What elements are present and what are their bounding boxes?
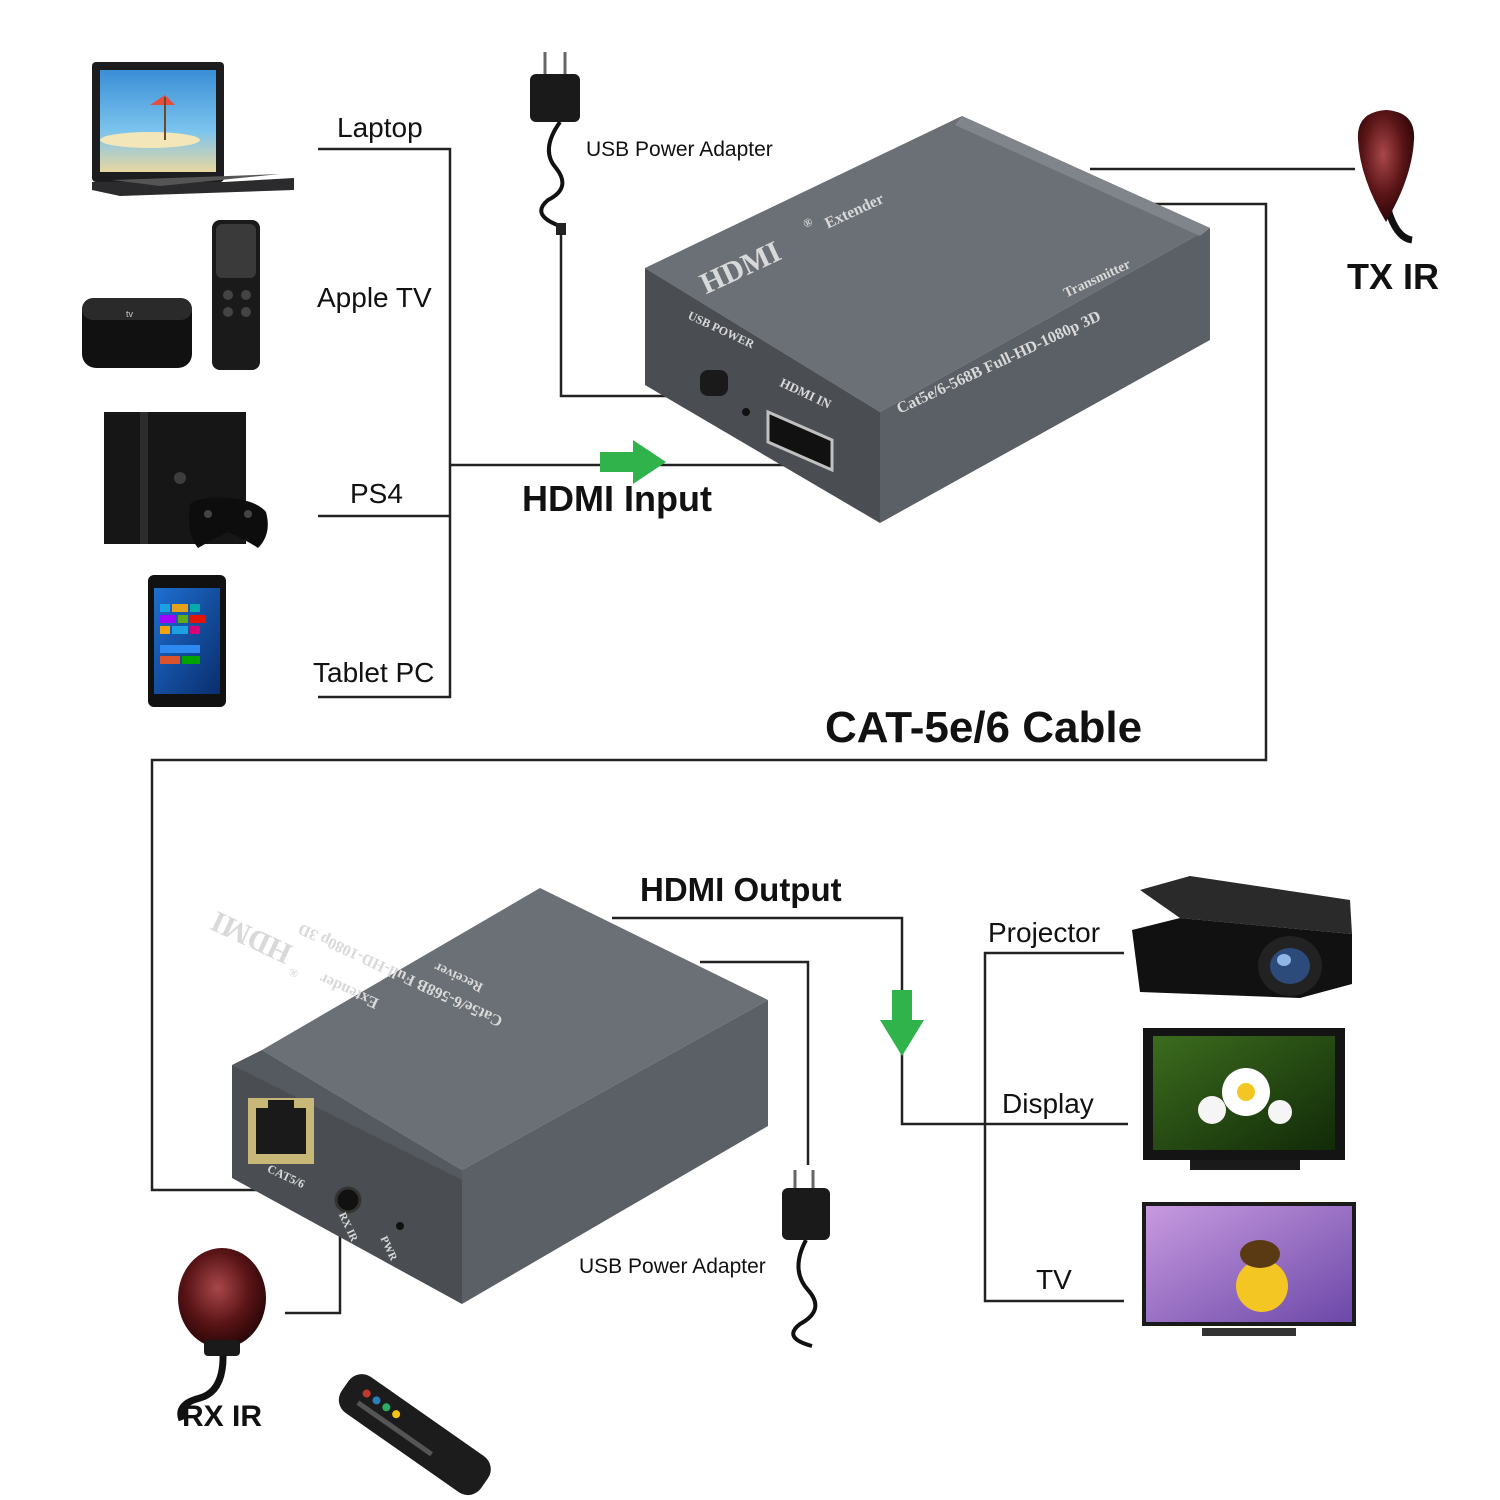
hdmi-input-arrow — [600, 440, 666, 484]
rx-ir-line — [285, 1205, 342, 1315]
hdmi-output-label: HDMI Output — [640, 871, 842, 908]
tv-label: TV — [1036, 1264, 1072, 1295]
receiver-brand: HDMI — [206, 904, 297, 970]
apple-tv-icon: tv — [82, 220, 260, 370]
svg-text:tv: tv — [126, 309, 134, 319]
tablet-label: Tablet PC — [313, 657, 435, 688]
usb-adapter-top-label: USB Power Adapter — [586, 138, 773, 161]
projector-icon — [1132, 876, 1352, 998]
projector-label: Projector — [988, 917, 1101, 948]
usb-adapter-top-icon — [530, 52, 580, 235]
tx-ir-sensor-icon — [1357, 110, 1415, 244]
display-icon — [1143, 1028, 1345, 1170]
receiver-reg-mark: ® — [286, 965, 300, 981]
cat-cable-line — [150, 202, 1268, 1192]
tx-ir-label: TX IR — [1347, 256, 1440, 297]
laptop-label: Laptop — [337, 112, 423, 143]
tv-icon — [1142, 1202, 1356, 1336]
ps4-label: PS4 — [350, 478, 403, 509]
display-label: Display — [1002, 1088, 1094, 1119]
ps4-icon — [104, 412, 268, 548]
tablet-icon — [148, 575, 226, 707]
rx-ir-sensor-icon — [177, 1248, 266, 1422]
apple-tv-label: Apple TV — [317, 282, 432, 313]
rx-ir-label: RX IR — [182, 1400, 263, 1433]
usb-power-bottom-line — [700, 960, 810, 1165]
cable-label: CAT-5e/6 Cable — [825, 703, 1143, 752]
hdmi-input-label: HDMI Input — [522, 478, 712, 519]
output-bus-line — [983, 951, 1124, 1303]
transmitter-box: HDMI ® Extender Cat5e/6-568B Full-HD-108… — [645, 116, 1210, 523]
hdmi-output-arrow — [880, 990, 924, 1056]
receiver-box: HDMI ® Extender Cat5e/6-568B Full-HD-108… — [206, 888, 768, 1304]
remote-control-icon — [338, 1374, 491, 1496]
laptop-icon — [92, 62, 294, 196]
usb-adapter-bottom-icon — [782, 1170, 830, 1348]
usb-adapter-bottom-label: USB Power Adapter — [579, 1255, 766, 1278]
laptop-line — [318, 147, 452, 699]
usb-power-top-line — [559, 233, 700, 398]
